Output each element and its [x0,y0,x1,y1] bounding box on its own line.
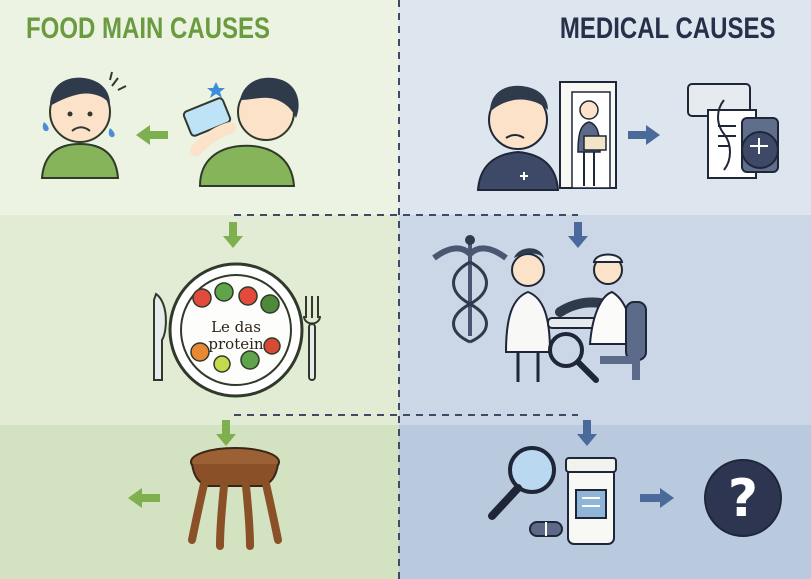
worried-patient-icon [476,85,560,191]
arrow-down-icon [216,222,243,446]
food-causes-title: FOOD MAIN CAUSES [26,12,271,45]
knife-icon [153,292,167,381]
question-mark-text: ? [728,469,758,529]
sad-sweating-person-icon [40,71,127,179]
arrow-right-icon [628,125,674,508]
plate-text-line-2: protein [208,335,264,353]
doorway-staff-icon [559,81,617,189]
arrow-left-bottom-icon [128,488,160,508]
caduceus-icon [432,235,508,344]
arrow-down-medical-icon [568,222,597,446]
plate-text-line-1: Le das [211,318,261,336]
fork-icon [303,296,321,381]
medical-records-icon [687,83,779,179]
food-plate-icon: Le das protein [168,262,304,398]
medical-causes-title: MEDICAL CAUSES [559,12,775,45]
doctor-examination-icon [504,248,647,383]
wooden-stool-icon [188,447,282,550]
arrow-left-icon [136,125,168,145]
question-mark-icon: ? [704,459,782,537]
magnifier-pill-bottle-icon [488,446,617,545]
person-drinking-icon [182,77,299,187]
